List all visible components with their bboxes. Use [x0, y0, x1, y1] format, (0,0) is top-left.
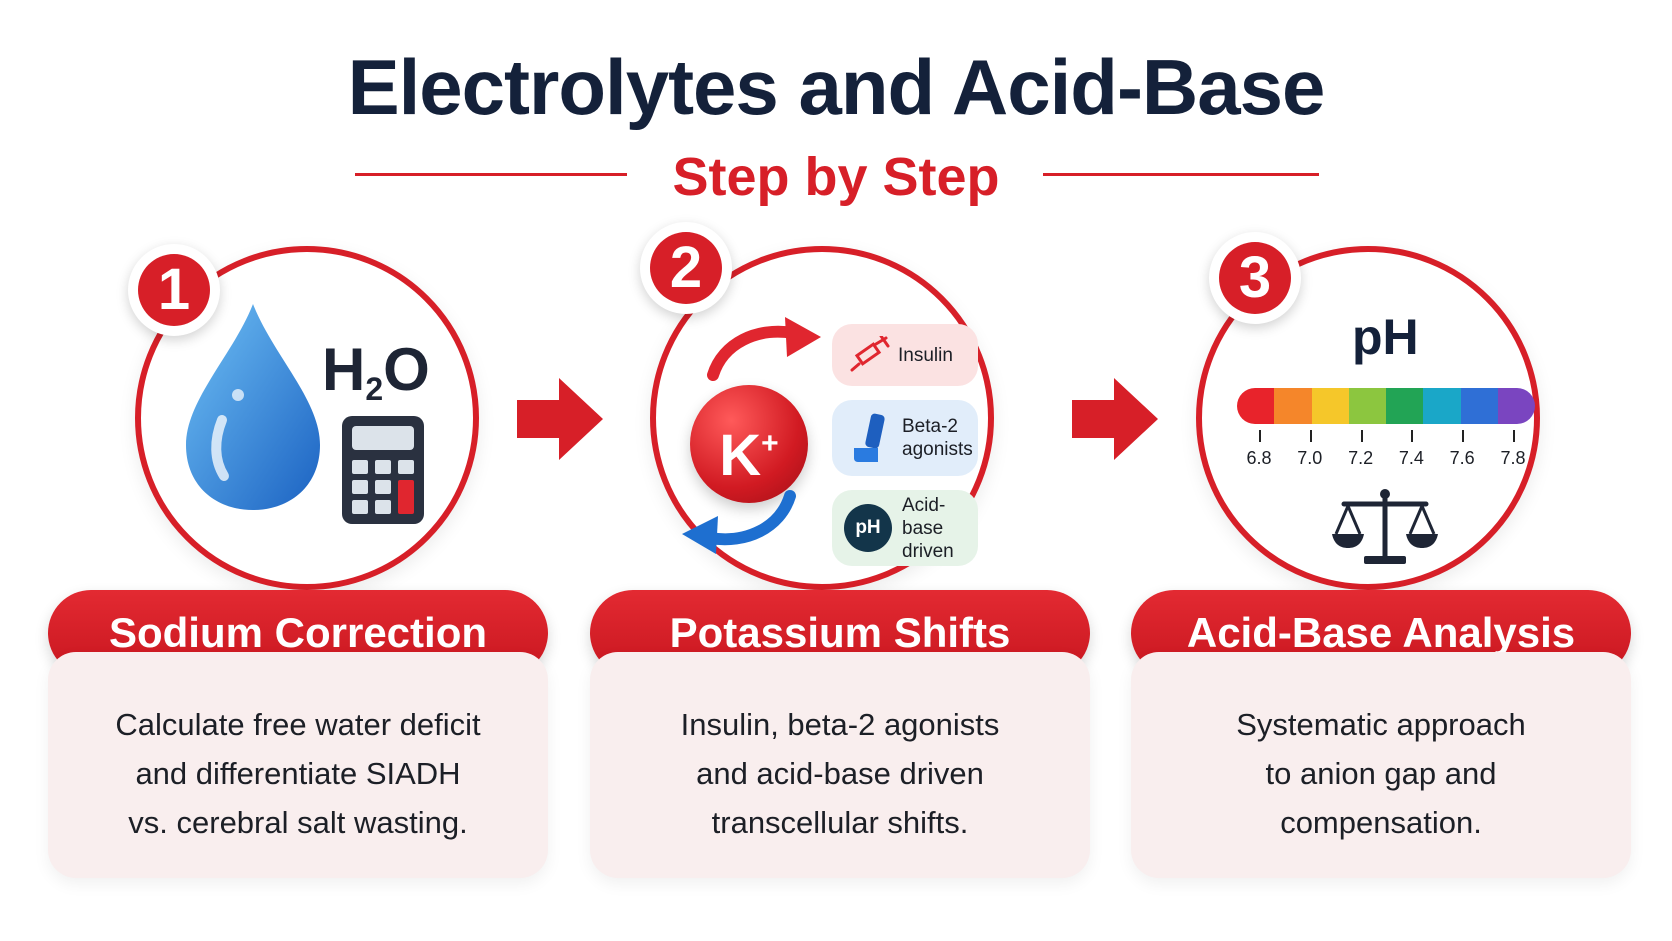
- ph-tick: [1259, 430, 1261, 442]
- ph-tick: [1462, 430, 1465, 442]
- ph-scale-label: pH: [1352, 309, 1419, 365]
- ph-tick-label: 6.8: [1246, 448, 1272, 468]
- subtitle-rule-left: [355, 173, 627, 176]
- step-2-description: Insulin, beta-2 agonists and acid-base d…: [680, 707, 1000, 840]
- flow-arrow-2: [1072, 378, 1158, 460]
- syringe-icon: [850, 336, 890, 372]
- step-1-description: Calculate free water deficit and differe…: [115, 707, 481, 840]
- ph-tick-label: 7.6: [1449, 448, 1475, 468]
- page-title: Electrolytes and Acid-Base: [347, 43, 1326, 131]
- balance-scale-icon: [1332, 489, 1438, 564]
- ph-scale-segment: [1460, 388, 1498, 424]
- step-2-number: 2: [650, 232, 722, 304]
- step-1-card: [48, 652, 548, 878]
- ph-tick: [1513, 430, 1515, 442]
- cycle-arrow-bottom-icon: [682, 490, 796, 554]
- ph-scale-segment: [1386, 388, 1424, 424]
- ph-tick-label: 7.8: [1500, 448, 1526, 468]
- step-3-description: Systematic approach to anion gap and com…: [1236, 707, 1526, 840]
- ph-scale-segment: [1423, 388, 1461, 424]
- ph-tick-label: 7.4: [1398, 448, 1424, 468]
- water-drop-icon: [186, 304, 320, 510]
- inhaler-icon: [854, 413, 885, 462]
- ph-scale-segment: [1237, 388, 1275, 424]
- ph-tick: [1411, 430, 1414, 442]
- ph-tick-label: 7.2: [1348, 448, 1374, 468]
- subtitle-row: Step by Step: [0, 150, 1672, 210]
- ph-color-scale: [1237, 388, 1535, 424]
- step-3-badge: 3: [1209, 232, 1301, 324]
- flow-arrow-1: [517, 378, 603, 460]
- step-2-badge: 2: [640, 222, 732, 314]
- potassium-ion: K+: [690, 385, 808, 503]
- ph-scale-segment: [1274, 388, 1312, 424]
- step-1-badge: 1: [128, 244, 220, 336]
- ph-badge-icon: pH: [844, 504, 892, 552]
- step-2-card: [590, 652, 1090, 878]
- step-3-number: 3: [1219, 242, 1291, 314]
- subtitle-rule-right: [1043, 173, 1319, 176]
- ph-tick: [1309, 430, 1312, 442]
- ph-scale-segment: [1311, 388, 1349, 424]
- ph-tick: [1360, 430, 1363, 442]
- chip-insulin: Insulin: [832, 324, 978, 386]
- h2o-formula: H2O: [322, 336, 430, 407]
- ph-scale-segment: [1348, 388, 1386, 424]
- step-1-number: 1: [138, 254, 210, 326]
- ph-scale-ticks: [1237, 430, 1535, 444]
- calculator-icon: [342, 416, 424, 524]
- ph-tick-label: 7.0: [1297, 448, 1323, 468]
- page-subtitle: Step by Step: [672, 147, 1000, 207]
- cycle-arrow-top-icon: [707, 317, 821, 381]
- step-3-card: [1131, 652, 1631, 878]
- ph-scale-segment: [1497, 388, 1535, 424]
